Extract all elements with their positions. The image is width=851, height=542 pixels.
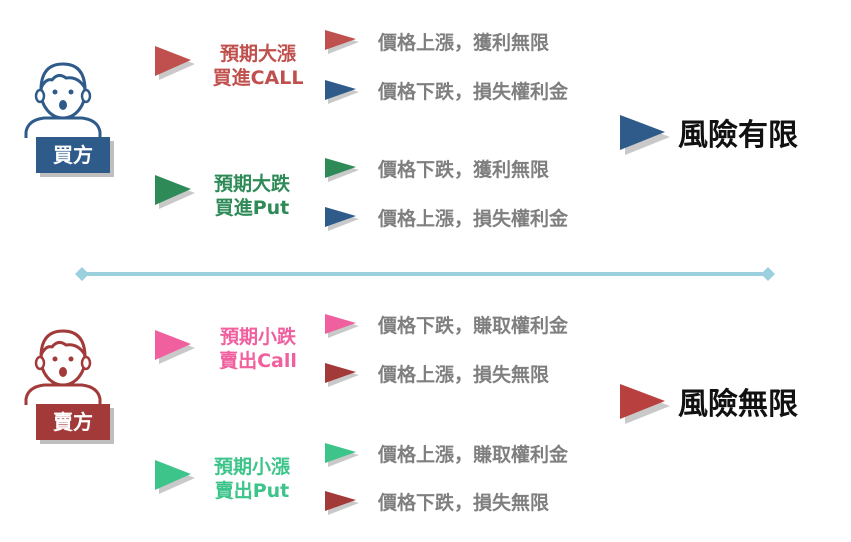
- outcome-text: 價格上漲，損失無限: [378, 364, 550, 386]
- outcome-text: 價格上漲，獲利無限: [378, 32, 550, 54]
- seller-person-icon: [24, 329, 102, 405]
- triangle-arrow-icon: [325, 80, 359, 104]
- triangle-arrow-icon: [325, 443, 359, 467]
- triangle-arrow-icon: [325, 158, 359, 182]
- triangle-arrow-icon: [325, 363, 359, 387]
- section-divider: [75, 267, 775, 281]
- strategy-sell-put: 預期小漲 賣出Put: [192, 455, 312, 503]
- strategy-line2: 賣出Call: [219, 350, 297, 372]
- strategy-line2: 買進CALL: [212, 67, 304, 89]
- buyer-role-label: 買方: [36, 137, 110, 173]
- strategy-buy-put: 預期大跌 買進Put: [192, 172, 312, 220]
- triangle-arrow-icon: [155, 175, 195, 209]
- strategy-line1: 預期小漲: [213, 456, 290, 478]
- buyer-person-icon: [24, 62, 102, 138]
- strategy-line1: 預期小跌: [219, 326, 296, 348]
- triangle-arrow-icon: [325, 491, 359, 515]
- outcome-text: 價格下跌，獲利無限: [378, 159, 550, 181]
- outcome-text: 價格上漲，賺取權利金: [378, 444, 569, 466]
- triangle-arrow-icon: [325, 314, 359, 338]
- outcome-text: 價格下跌，損失權利金: [378, 81, 569, 103]
- strategy-buy-call: 預期大漲 買進CALL: [198, 42, 318, 90]
- triangle-arrow-icon: [155, 460, 195, 494]
- seller-role-label: 賣方: [36, 404, 110, 440]
- strategy-line1: 預期大漲: [219, 43, 296, 65]
- triangle-arrow-icon: [155, 46, 195, 80]
- triangle-arrow-icon: [325, 30, 359, 54]
- triangle-arrow-icon: [620, 384, 670, 424]
- triangle-arrow-icon: [155, 330, 195, 364]
- outcome-text: 價格上漲，損失權利金: [378, 208, 569, 230]
- triangle-arrow-icon: [620, 115, 670, 155]
- strategy-line2: 買進Put: [214, 197, 290, 219]
- strategy-sell-call: 預期小跌 賣出Call: [198, 325, 318, 373]
- outcome-text: 價格下跌，賺取權利金: [378, 315, 569, 337]
- strategy-line1: 預期大跌: [213, 173, 290, 195]
- strategy-line2: 賣出Put: [214, 480, 290, 502]
- outcome-text: 價格下跌，損失無限: [378, 492, 550, 514]
- triangle-arrow-icon: [325, 207, 359, 231]
- seller-risk-text: 風險無限: [678, 387, 798, 422]
- buyer-risk-text: 風險有限: [678, 118, 798, 153]
